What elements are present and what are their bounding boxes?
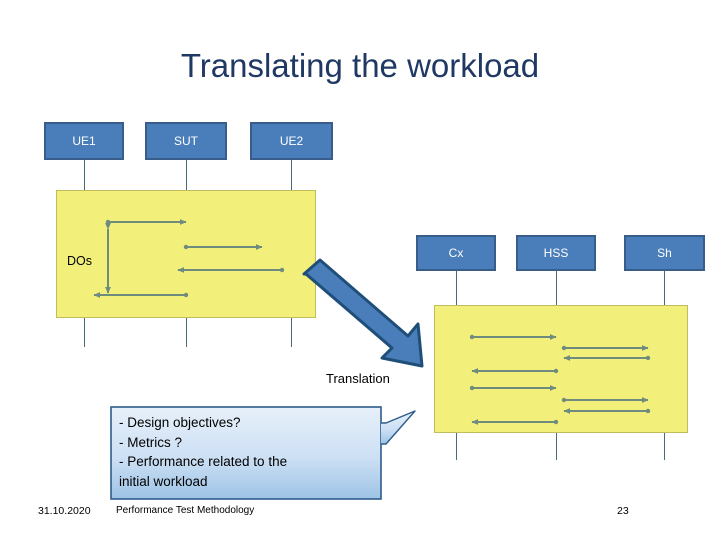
page-title: Translating the workload [180,47,540,84]
actor-box-sut[interactable]: SUT [145,122,227,160]
callout-line-2: - Metrics ? [119,434,183,450]
callout-shape [110,406,416,500]
actor-label-ue2: UE2 [279,134,304,148]
callout-line-3: - Performance related to the [119,454,288,469]
callout-line-4: initial workload [119,473,208,489]
footer-page-number: 23 [617,505,629,517]
footer-subject: Performance Test Methodology [116,505,255,516]
callout-text-block: - Design objectives? - Metrics ? - Perfo… [119,413,377,491]
callout-line-1: - Design objectives? [119,415,241,430]
left-activation-panel [56,190,316,318]
actor-label-ue1: UE1 [72,134,96,148]
footer-date: 31.10.2020 [38,505,91,517]
actor-box-ue1[interactable]: UE1 [44,122,124,160]
dos-label: DOs [67,254,92,268]
right-activation-panel [434,305,688,433]
actor-label-hss: HSS [543,246,569,260]
questions-callout: - Design objectives? - Metrics ? - Perfo… [110,406,416,500]
actor-label-cx: Cx [448,246,464,260]
actor-box-ue2[interactable]: UE2 [250,122,333,160]
actor-box-cx[interactable]: Cx [416,235,496,271]
actor-box-hss[interactable]: HSS [516,235,596,271]
actor-label-sut: SUT [174,134,198,148]
actor-label-sh: Sh [657,246,672,260]
translation-arrow [302,258,424,368]
translation-label: Translation [326,371,390,386]
actor-box-sh[interactable]: Sh [624,235,705,271]
